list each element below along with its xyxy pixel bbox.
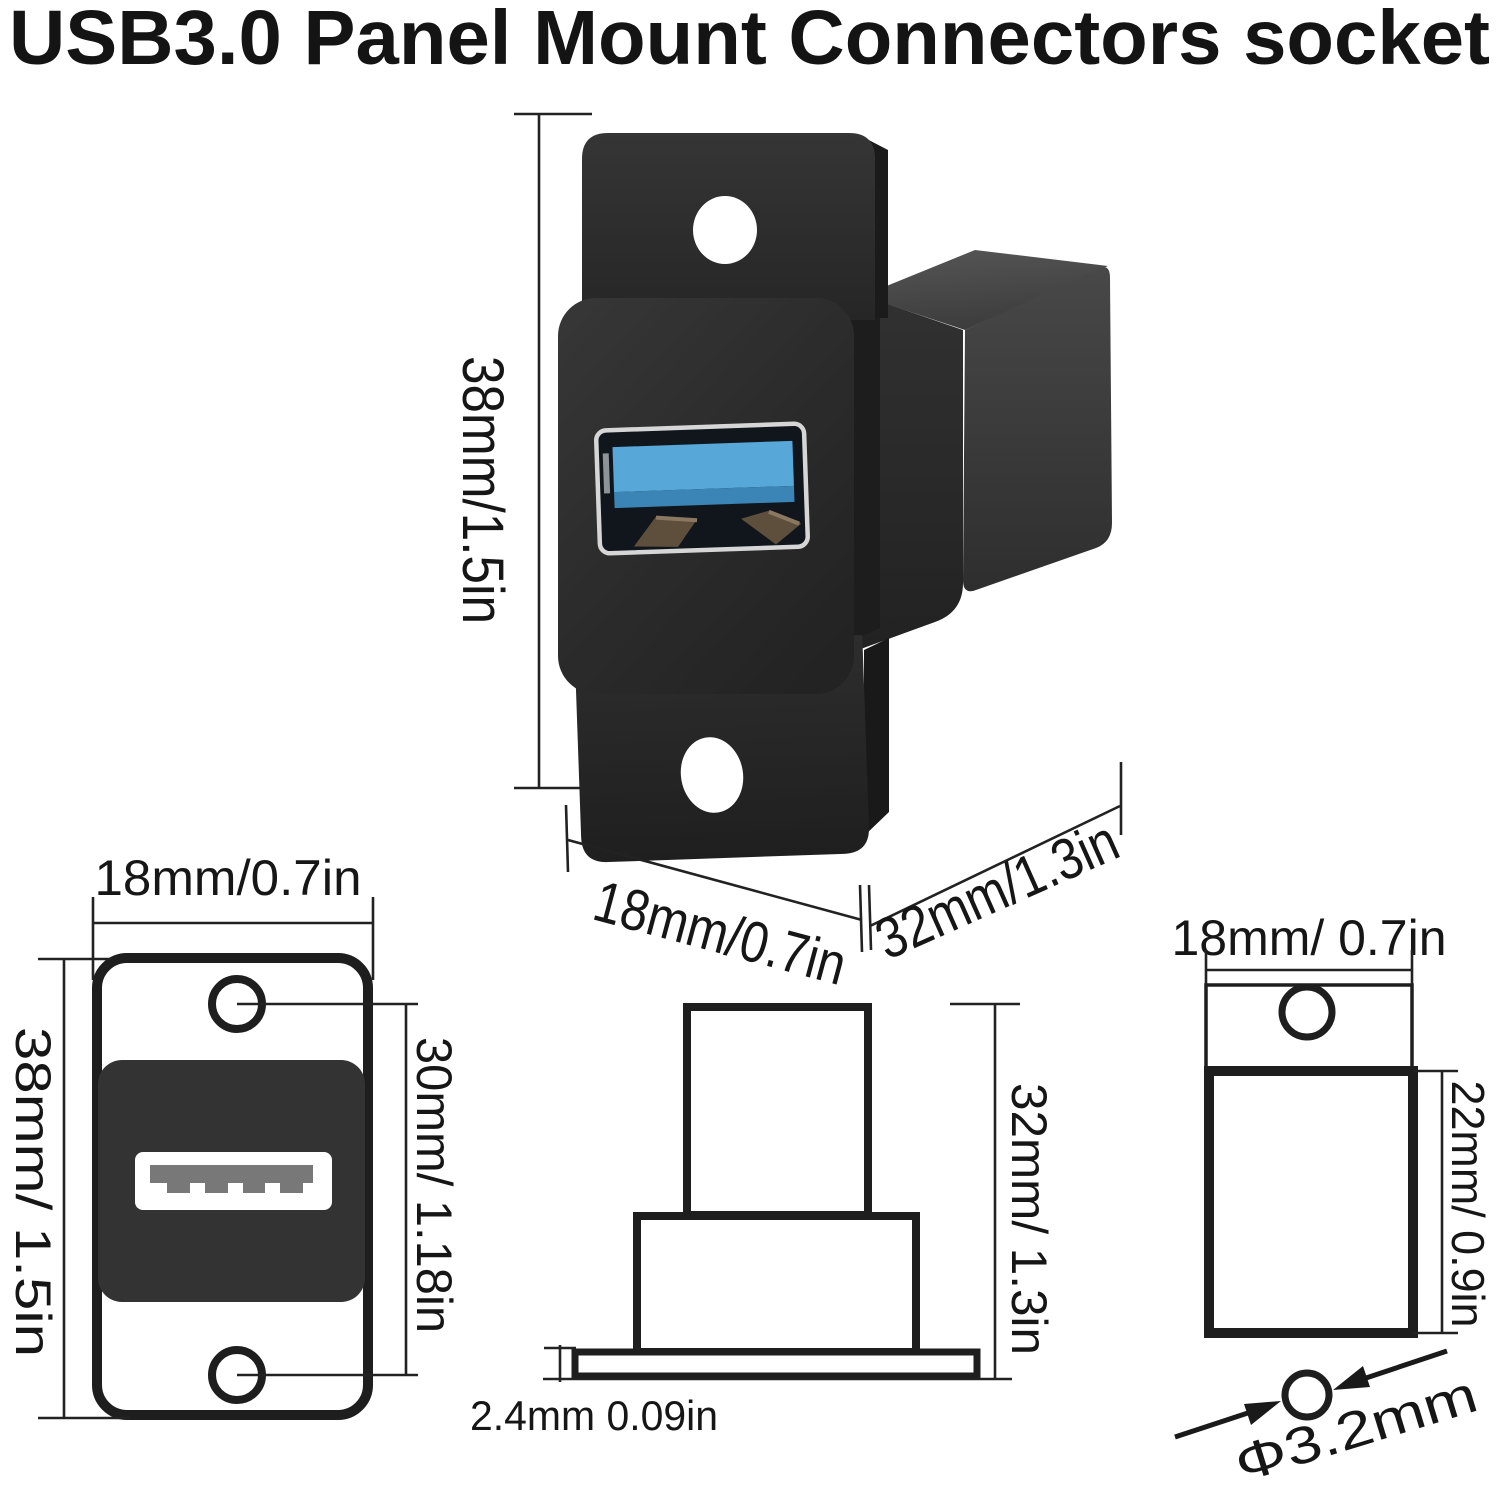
top-width-label: 18mm/ 0.7in xyxy=(1172,910,1447,966)
side-center-body xyxy=(633,1212,920,1356)
front-view-drawing: 18mm/0.7in 30mm/ 1.18in 38mm/ 1.5in xyxy=(5,850,462,1420)
width-dim-tick-right xyxy=(858,884,864,953)
side-depth-label: 32mm/ 1.3in xyxy=(1001,1083,1057,1355)
bottom-tab-side-edge xyxy=(864,638,889,836)
top-screw-hole xyxy=(693,196,757,264)
rear-body-side-face xyxy=(963,267,1112,592)
top-view-drawing: 18mm/ 0.7in 22mm/ 0.9in Φ3.2mm xyxy=(1172,910,1495,1494)
usb3-blue-tongue-top xyxy=(612,440,794,493)
rear-body-top-face xyxy=(862,250,1108,330)
top-screw-hole-outline xyxy=(1278,983,1336,1041)
depth-dim-line xyxy=(869,804,1121,928)
hole-spacing-label: 30mm/ 1.18in xyxy=(406,1037,462,1333)
usb-port-latch xyxy=(602,453,611,494)
side-rear-body xyxy=(683,1003,872,1219)
diameter-arrow-line-lower xyxy=(1174,1406,1261,1440)
usb3-blue-tongue-edge xyxy=(614,485,795,509)
usb-contact-left xyxy=(633,516,698,547)
front-height-label: 38mm/ 1.5in xyxy=(5,1027,61,1357)
usb-port-group xyxy=(593,421,810,556)
front-width-label: 18mm/0.7in xyxy=(95,850,362,906)
top-body-outline xyxy=(1204,1066,1418,1338)
center-block-side-edge xyxy=(850,262,880,642)
diameter-arrowhead-lower xyxy=(1244,1401,1281,1425)
height-dim-label: 38mm/1.5in xyxy=(450,356,515,624)
page-title: USB3.0 Panel Mount Connectors socket xyxy=(9,0,1490,81)
depth-dim-label: 32mm/1.3in xyxy=(866,808,1128,972)
diameter-arrow-line-upper xyxy=(1359,1348,1448,1383)
front-usb-contact-4 xyxy=(280,1183,303,1193)
front-usb-tongue xyxy=(150,1165,313,1183)
usb-contact-right-highlight xyxy=(768,509,800,526)
flange-thickness-label: 2.4mm 0.09in xyxy=(470,1392,718,1439)
front-usb-contact-1 xyxy=(167,1183,190,1193)
bottom-screw-hole xyxy=(680,737,744,813)
top-depth-label: 22mm/ 0.9in xyxy=(1442,1081,1494,1328)
width-dim-label: 18mm/0.7in xyxy=(587,868,853,998)
main-product-photo: 38mm/1.5in 18mm/0. xyxy=(450,112,1128,998)
usb-contact-left-highlight xyxy=(655,515,698,523)
diameter-arrowhead-upper xyxy=(1333,1366,1370,1390)
width-dim-tick-left xyxy=(564,804,570,873)
front-usb-contact-2 xyxy=(205,1183,228,1193)
side-flange-plate xyxy=(571,1348,981,1380)
side-view-drawing: 32mm/ 1.3in 2.4mm 0.09in xyxy=(470,1002,1057,1439)
depth-dim-tick-left xyxy=(867,884,873,951)
width-dim-line xyxy=(567,838,863,922)
front-usb-contact-3 xyxy=(243,1183,265,1193)
hole-diameter-circle xyxy=(1281,1369,1333,1421)
body-collar xyxy=(858,294,963,650)
